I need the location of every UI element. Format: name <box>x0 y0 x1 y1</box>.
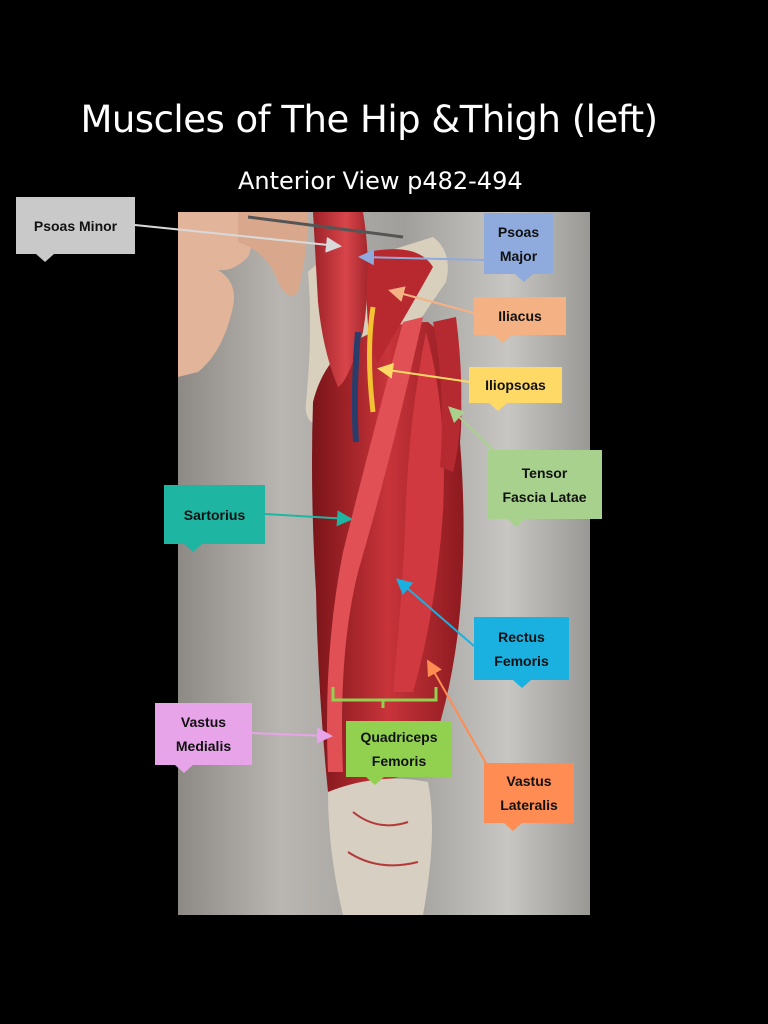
label-sartorius: Sartorius <box>164 485 265 552</box>
label-rectus-femoris-text: Rectus Femoris <box>494 628 549 669</box>
label-rectus-femoris: Rectus Femoris <box>474 617 569 688</box>
label-iliopsoas-text: Iliopsoas <box>485 377 546 393</box>
label-quadriceps-femoris-text: Quadriceps Femoris <box>360 729 438 769</box>
label-psoas-minor: Psoas Minor <box>16 197 135 262</box>
label-psoas-major: Psoas Major <box>484 213 553 282</box>
label-vastus-medialis-text: Vastus Medialis <box>175 714 232 754</box>
label-psoas-minor-text: Psoas Minor <box>33 217 118 234</box>
label-psoas-major-text: Psoas Major <box>497 223 540 264</box>
label-iliacus-text: Iliacus <box>498 308 542 324</box>
label-vastus-lateralis-text: Vastus Lateralis <box>500 773 558 813</box>
label-quadriceps-femoris: Quadriceps Femoris <box>346 721 452 785</box>
label-tensor-fascia-latae: Tensor Fascia Latae <box>487 450 602 527</box>
label-vastus-lateralis: Vastus Lateralis <box>484 763 574 831</box>
label-tensor-fascia-latae-text: Tensor Fascia Latae <box>502 464 587 505</box>
slide-subtitle: Anterior View p482-494 <box>238 167 523 195</box>
label-vastus-medialis: Vastus Medialis <box>155 703 252 773</box>
label-sartorius-text: Sartorius <box>183 506 246 523</box>
label-iliopsoas: Iliopsoas <box>469 367 562 411</box>
slide-title: Muscles of The Hip &Thigh (left) <box>80 98 658 141</box>
label-iliacus: Iliacus <box>474 297 566 343</box>
